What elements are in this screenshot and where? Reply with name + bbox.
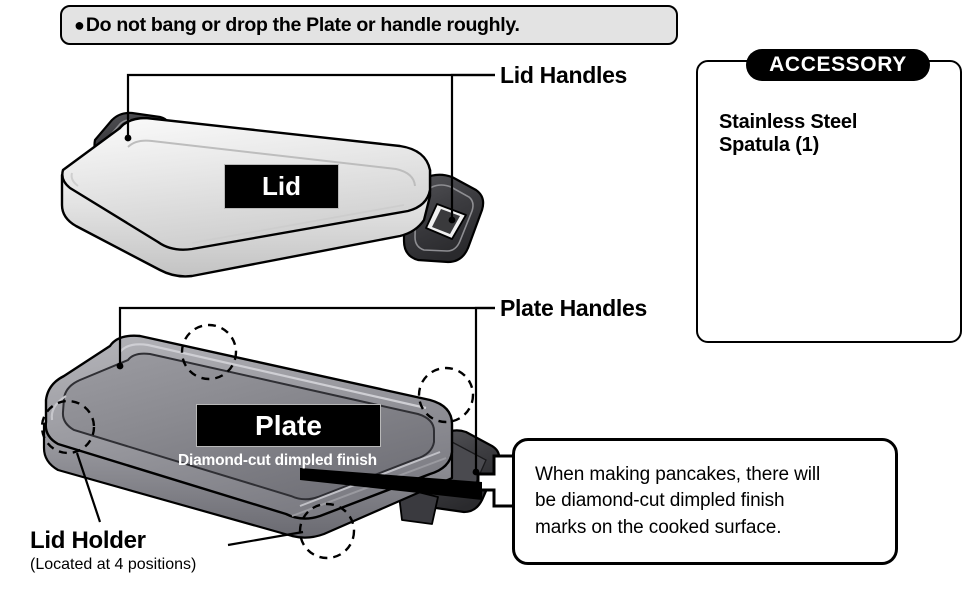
leader-dot	[124, 134, 132, 142]
pancake-callout-text: When making pancakes, there will be diam…	[515, 462, 820, 541]
caption-lid-text: Lid	[262, 171, 301, 201]
warning-text: Do not bang or drop the Plate or handle …	[85, 13, 520, 36]
callout-line-1: When making pancakes, there will	[535, 464, 821, 486]
accessory-item-line2: Spatula (1)	[719, 134, 820, 157]
lid-holder-marker	[180, 323, 238, 381]
lid-handles-leader	[126, 73, 495, 218]
bullet-icon: ●	[74, 14, 85, 35]
leader-dot	[116, 362, 124, 370]
label-lid-holder-note: (Located at 4 positions)	[30, 556, 197, 573]
label-plate-handles: Plate Handles	[500, 295, 647, 321]
plate-handles-leader	[118, 306, 495, 470]
label-lid-holder: Lid Holder	[30, 527, 146, 554]
pancake-callout-box: When making pancakes, there will be diam…	[512, 438, 898, 565]
accessory-tab: ACCESSORY	[746, 49, 930, 81]
lid-holder-marker	[417, 366, 475, 424]
leader-dot	[448, 216, 456, 224]
dimple-callout-arrow	[300, 454, 512, 508]
caption-dimpled-finish: Diamond-cut dimpled finish	[178, 452, 377, 469]
caption-plate-text: Plate	[255, 409, 322, 441]
lid-holder-marker	[40, 399, 96, 455]
callout-line-2: be diamond-cut dimpled finish	[535, 490, 785, 512]
caption-chip-plate: Plate	[196, 404, 381, 447]
label-lid-handles: Lid Handles	[500, 62, 628, 88]
accessory-item-label: Stainless Steel Spatula (1)	[719, 111, 857, 157]
lid-holder-marker	[298, 502, 356, 560]
lid-holder-leader	[75, 452, 304, 547]
warning-callout-bar: ● Do not bang or drop the Plate or handl…	[60, 5, 678, 45]
accessory-item-line1: Stainless Steel	[719, 111, 858, 133]
accessory-tab-label: ACCESSORY	[769, 53, 907, 76]
callout-line-3: marks on the cooked surface.	[535, 516, 782, 538]
accessory-panel	[696, 60, 962, 343]
caption-chip-lid: Lid	[224, 164, 339, 209]
lid-illustration	[60, 111, 485, 278]
